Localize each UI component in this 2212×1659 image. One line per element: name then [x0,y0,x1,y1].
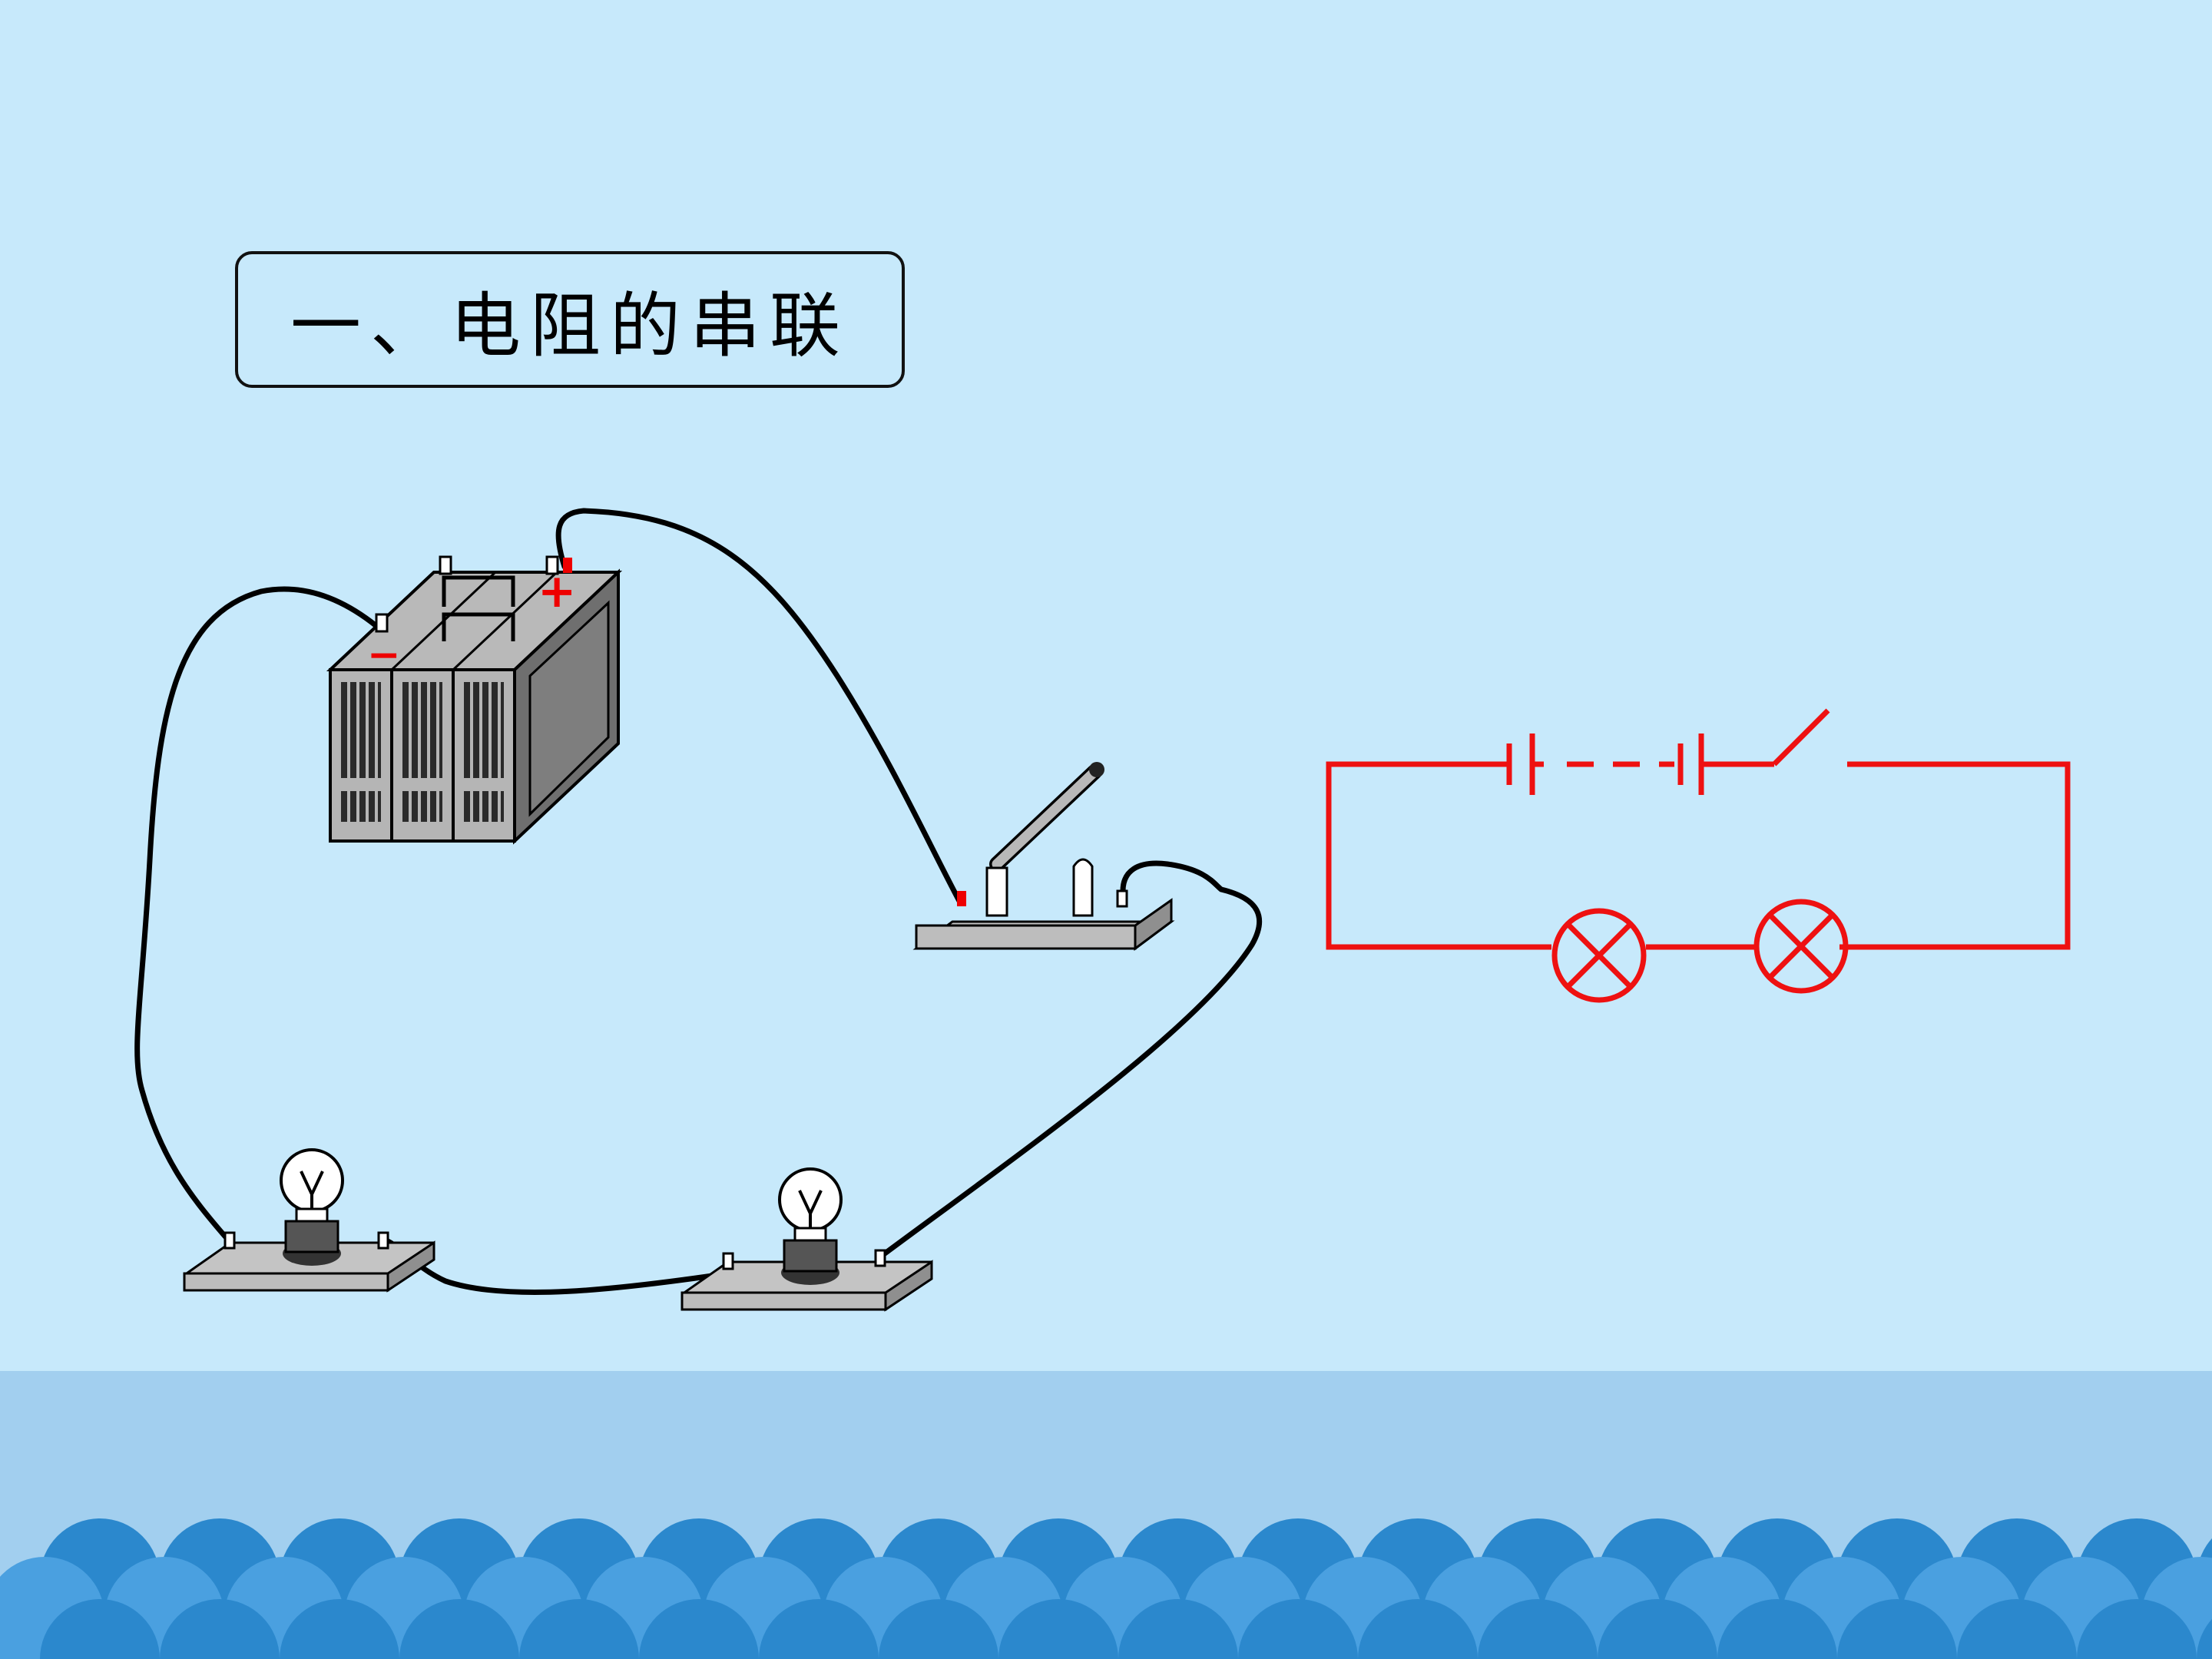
battery-symbol [1506,733,1709,795]
bulb-2-icon [680,1167,933,1312]
lamp-symbol-1 [1551,908,1647,1003]
wave-scallop [1598,1599,1717,1659]
wave-scallop [1957,1599,2077,1659]
knife-switch-icon [912,762,1175,951]
circuit-schematic [1326,708,2071,1003]
bulb-1-icon [183,1148,435,1293]
wire-battery-neg-to-bulb1 [134,586,379,1241]
wave-scallop [519,1599,639,1659]
schematic-wire [1326,761,2071,950]
wave-scallop [998,1599,1118,1659]
wave-scallop [280,1599,399,1659]
wave-scallop [40,1599,160,1659]
wave-scallop [1837,1599,1957,1659]
wave-scallop [879,1599,998,1659]
wire-battery-pos-to-switch [555,508,963,906]
wave-scallop [639,1599,759,1659]
wire-switch-to-bulb2 [879,860,1262,1259]
battery-negative-label: − [367,632,401,678]
wave-scallop [399,1599,519,1659]
wave-scallop [1358,1599,1478,1659]
title-box: 一、电阻的串联 [235,251,905,388]
battery-positive-label: + [538,565,576,618]
lamp-symbol-2 [1753,899,1849,994]
slide-title: 一、电阻的串联 [290,284,849,367]
wave-scallop [2197,1618,2212,1659]
battery-pack-icon: − + [326,555,623,845]
wave-scallop [1717,1599,1837,1659]
wave-scallop [1118,1599,1238,1659]
wave-scallop [1238,1599,1358,1659]
wave-scallop [759,1599,879,1659]
wave-scallop [160,1599,280,1659]
switch-symbol [1772,708,1830,767]
wires [134,508,1262,1295]
wave-scallop [2077,1599,2197,1659]
wave-scallop [1478,1599,1598,1659]
